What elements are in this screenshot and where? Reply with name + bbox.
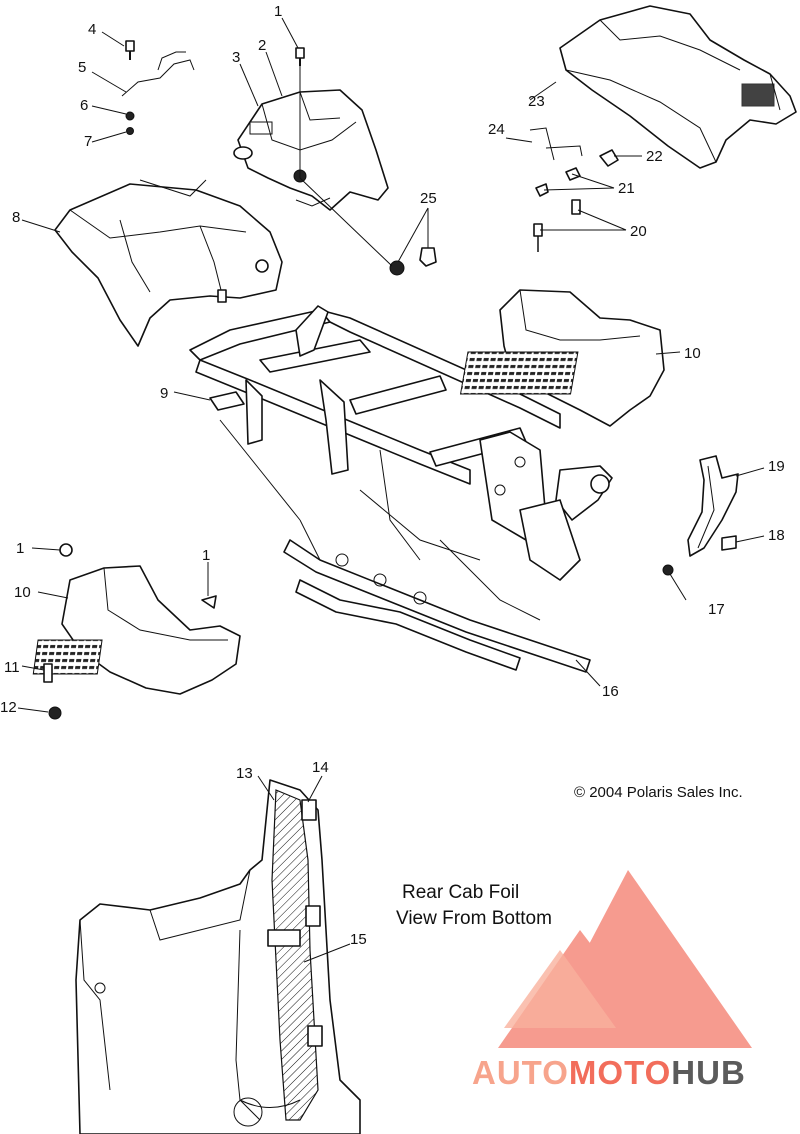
callout-14: 14 xyxy=(312,759,329,776)
callout-24: 24 xyxy=(488,121,505,138)
watermark-logo xyxy=(498,870,752,1048)
callout-18: 18 xyxy=(768,527,785,544)
callout-15: 15 xyxy=(350,931,367,948)
callout-10-right: 10 xyxy=(684,345,701,362)
footwell-right xyxy=(459,289,665,427)
inset-caption-line2: View From Bottom xyxy=(396,908,552,929)
callout-12: 12 xyxy=(0,699,17,716)
leader-lines xyxy=(17,17,765,963)
rear-cab-inset xyxy=(75,779,361,1134)
footwell-left xyxy=(32,565,241,695)
callout-8: 8 xyxy=(12,209,20,226)
front-cab-part xyxy=(233,89,389,211)
inset-caption-line1: Rear Cab Foil xyxy=(402,882,519,903)
callout-6: 6 xyxy=(80,97,88,114)
callout-17: 17 xyxy=(708,601,725,618)
svg-text:AUTOMOTOHUB: AUTOMOTOHUB xyxy=(472,1054,746,1091)
brand-part-auto: AUTO xyxy=(472,1054,569,1091)
hardware-25 xyxy=(389,247,437,276)
callouts: 1 2 3 4 5 6 7 8 9 10 1 1 10 11 12 23 24 … xyxy=(0,3,785,948)
callout-23: 23 xyxy=(528,93,545,110)
callout-11: 11 xyxy=(4,659,20,676)
callout-16: 16 xyxy=(602,683,619,700)
callout-3: 3 xyxy=(232,49,240,66)
guard-19 xyxy=(662,455,739,576)
callout-25: 25 xyxy=(420,190,437,207)
callout-1-mid: 1 xyxy=(202,547,210,564)
brand-part-moto: MOTO xyxy=(569,1054,671,1091)
callout-4: 4 xyxy=(88,21,96,38)
hardware-group-lower-left xyxy=(43,543,217,720)
callout-5: 5 xyxy=(78,59,86,76)
seat-latch-hardware xyxy=(529,127,619,252)
callout-7: 7 xyxy=(84,133,92,150)
callout-22: 22 xyxy=(646,148,663,165)
callout-1-top: 1 xyxy=(274,3,282,20)
copyright-text: © 2004 Polaris Sales Inc. xyxy=(574,784,743,801)
front-fender-part xyxy=(54,179,283,347)
callout-19: 19 xyxy=(768,458,785,475)
callout-2: 2 xyxy=(258,37,266,54)
callout-20: 20 xyxy=(630,223,647,240)
watermark-brand-text: AUTOMOTOHUB xyxy=(472,1054,746,1091)
main-frame xyxy=(189,305,613,673)
callout-10-left: 10 xyxy=(14,584,31,601)
seat-part xyxy=(559,5,797,169)
callout-21: 21 xyxy=(618,180,635,197)
label-decal-9 xyxy=(209,391,245,411)
callout-9: 9 xyxy=(160,385,168,402)
callout-13: 13 xyxy=(236,765,253,782)
callout-1-left: 1 xyxy=(16,540,24,557)
brand-part-hub: HUB xyxy=(671,1054,746,1091)
